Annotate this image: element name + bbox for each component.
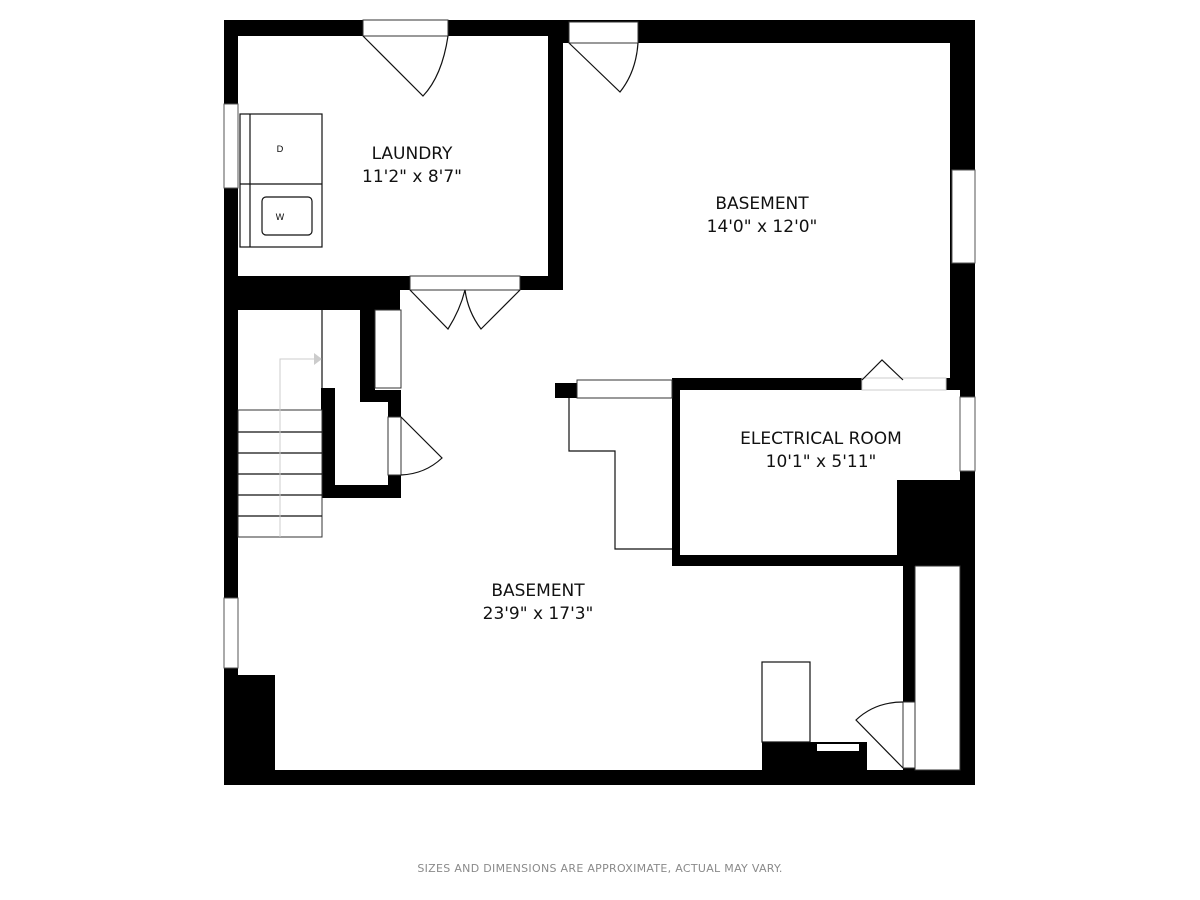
stairs	[237, 353, 323, 538]
basement-door	[568, 21, 639, 44]
wall	[672, 555, 915, 566]
window	[223, 597, 239, 669]
washer-tub	[261, 196, 313, 236]
dryer-label: D	[277, 145, 284, 155]
door-swing	[409, 289, 521, 330]
closet	[374, 309, 402, 389]
electrical-room-name: ELECTRICAL ROOM	[740, 429, 902, 449]
door-swing	[861, 359, 904, 381]
wall	[321, 485, 401, 498]
window	[223, 103, 239, 189]
closet-strip	[914, 565, 961, 771]
wall	[321, 388, 335, 498]
cabinet	[761, 661, 811, 743]
door-swing	[400, 416, 443, 476]
washer-label: W	[276, 213, 285, 223]
wall	[360, 290, 375, 402]
closet-door	[902, 701, 916, 769]
furnace-shelf	[576, 379, 673, 399]
arrow-head-icon	[314, 353, 322, 365]
vent	[817, 744, 859, 751]
wall-stub	[555, 383, 577, 398]
stair-direction-arrow	[279, 358, 315, 537]
electrical-room-floor	[680, 390, 960, 555]
washer-dryer: D W	[239, 113, 323, 248]
basement-main-size: 23'9" x 17'3"	[483, 604, 594, 624]
window	[951, 169, 976, 264]
basement-upper-name: BASEMENT	[715, 194, 809, 214]
electrical-room-size: 10'1" x 5'11"	[766, 452, 877, 472]
window	[959, 396, 976, 472]
furnace-outline	[568, 398, 672, 550]
basement-main-name: BASEMENT	[491, 581, 585, 601]
basement-upper-size: 14'0" x 12'0"	[707, 217, 818, 237]
door-swing	[568, 42, 639, 93]
door-swing	[362, 35, 449, 97]
electrical-door	[861, 377, 947, 391]
closet-door	[387, 416, 402, 476]
laundry-door	[362, 19, 449, 37]
double-door	[409, 275, 521, 291]
door-swing	[855, 701, 904, 769]
laundry-size: 11'2" x 8'7"	[362, 167, 462, 187]
basement-floor	[238, 43, 950, 770]
disclaimer: SIZES AND DIMENSIONS ARE APPROXIMATE, AC…	[417, 862, 782, 875]
laundry-name: LAUNDRY	[372, 144, 453, 164]
